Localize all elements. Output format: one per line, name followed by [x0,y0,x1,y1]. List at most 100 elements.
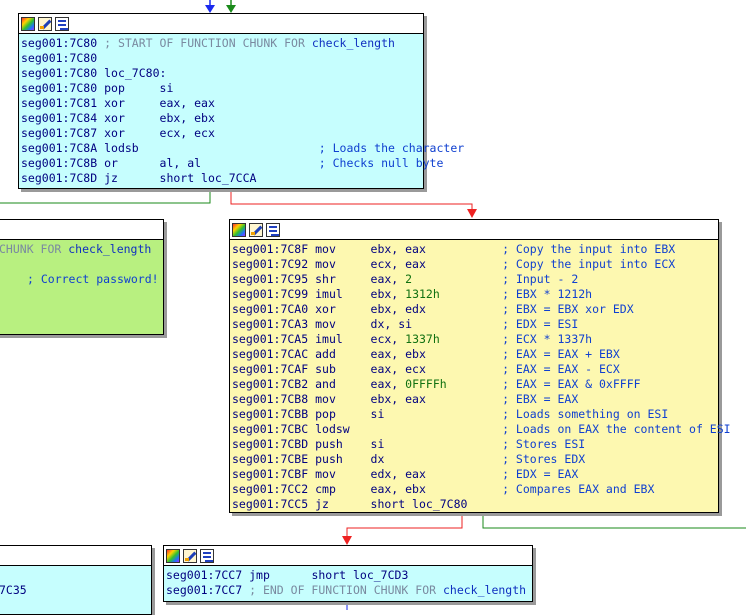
code-block-loc-7c80[interactable]: seg001:7C80 ; START OF FUNCTION CHUNK FO… [18,13,464,189]
comment: ; Stores EDX [502,452,586,466]
code-listing: 7C35 [0,566,151,598]
comment: ; ECX * 1337h [502,332,593,346]
operands: si [370,407,385,421]
code-line: seg001:7C81 xor eax, eax [21,96,423,111]
graph-overview-icon[interactable] [232,222,246,237]
code-line: seg001:7C99 imul ebx, 1312h ; EBX * 1212… [232,287,718,302]
mnemonic: jmp [249,568,270,582]
operands: ebx, ebx [159,111,215,125]
code-label[interactable]: loc_7C80: [104,66,167,80]
operands: dx [370,452,385,466]
xrefs-icon[interactable] [200,548,214,563]
edit-color-icon[interactable] [249,222,263,237]
address: seg001:7C81 [21,96,98,110]
comment: ; Stores ESI [502,437,586,451]
mnemonic: mov [315,317,336,331]
operands: si [159,81,174,95]
code-listing: CHUNK FOR check_length ; Correct passwor… [0,240,163,287]
code-line: seg001:7CAF sub eax, ecx ; EAX = EAX - E… [232,362,718,377]
chunk-comment: ; END OF FUNCTION CHUNK FOR [249,583,443,597]
operands: eax, ebx [370,347,426,361]
address: seg001:7CBB [232,407,309,421]
address: 7C35 [0,583,27,597]
operands: ebx, [370,287,406,301]
operands: eax, [370,272,406,286]
code-line: seg001:7CBE push dx ; Stores EDX [232,452,718,467]
code-block-correct-password[interactable]: CHUNK FOR check_length ; Correct passwor… [0,219,164,335]
edit-color-icon[interactable] [183,548,197,563]
xrefs-icon[interactable] [55,16,69,31]
node-toolbar [230,220,718,240]
address: seg001:7CA3 [232,317,309,331]
node-toolbar [0,220,163,240]
mnemonic: xor [315,302,336,316]
immediate-value: 2 [405,272,413,286]
mnemonic: mov [315,392,336,406]
comment: ; Input - 2 [502,272,579,286]
mnemonic: lodsw [315,422,350,436]
code-line: seg001:7C80 [21,51,423,66]
operands: ebx, edx [370,302,426,316]
function-name-link[interactable]: check_length [311,36,395,50]
operands: ecx, eax [370,257,426,271]
mnemonic: shr [315,272,336,286]
address: seg001:7C99 [232,287,309,301]
code-line: seg001:7CA3 mov dx, si ; EDX = ESI [232,317,718,332]
mnemonic: xor [104,111,125,125]
code-line: seg001:7CC7 ; END OF FUNCTION CHUNK FOR … [166,583,532,598]
address: seg001:7CC7 [166,583,243,597]
immediate-value: 1312h [405,287,440,301]
code-block-check-logic[interactable]: seg001:7C8F mov ebx, eax ; Copy the inpu… [229,219,731,513]
xrefs-icon[interactable] [266,222,280,237]
comment: ; Compares EAX and EBX [502,482,655,496]
function-name-link[interactable]: check_length [68,242,152,256]
comment: ; EBX = EBX xor EDX [502,302,634,316]
mnemonic: mov [315,257,336,271]
address: seg001:7C8A [21,141,98,155]
address: seg001:7CB2 [232,377,309,391]
graph-overview-icon[interactable] [166,548,180,563]
address: seg001:7C95 [232,272,309,286]
address: seg001:7CAC [232,347,309,361]
code-block-partial-left[interactable]: 7C35 [0,545,152,615]
operands: eax, ebx [370,482,426,496]
operands: ecx, ecx [159,126,215,140]
code-line: seg001:7C80 pop si [21,81,423,96]
code-line: seg001:7C80 loc_7C80: [21,66,423,81]
address: seg001:7CC7 [166,568,243,582]
operands: short loc_7C80 [370,497,468,511]
code-line: seg001:7CC7 jmp short loc_7CD3 [166,568,532,583]
mnemonic: or [104,156,118,170]
code-line: seg001:7CAC add eax, ebx ; EAX = EAX + E… [232,347,718,362]
mnemonic: imul [315,287,343,301]
code-line: seg001:7CBB pop si ; Loads something on … [232,407,718,422]
comment: ; Copy the input into EBX [502,242,676,256]
address: seg001:7C92 [232,257,309,271]
address: seg001:7C84 [21,111,98,125]
chunk-comment: ; START OF FUNCTION CHUNK FOR [104,36,312,50]
code-line [0,568,151,583]
edit-color-icon[interactable] [38,16,52,31]
code-line: CHUNK FOR check_length [0,242,163,257]
mnemonic: jz [315,497,329,511]
comment: ; Loads something on ESI [502,407,669,421]
function-name-link[interactable]: check_length [442,583,527,597]
code-line: ; Correct password! [0,272,163,287]
graph-overview-icon[interactable] [21,16,35,31]
operands: eax, eax [159,96,215,110]
operands: eax, [370,377,406,391]
code-line: seg001:7CBC lodsw ; Loads on EAX the con… [232,422,731,437]
address: seg001:7CC5 [232,497,309,511]
operands: si [370,437,385,451]
address: seg001:7C8F [232,242,309,256]
code-line: seg001:7C92 mov ecx, eax ; Copy the inpu… [232,257,718,272]
code-listing: seg001:7C8F mov ebx, eax ; Copy the inpu… [230,240,731,512]
comment: ; Loads the character [318,141,465,155]
mnemonic: xor [104,96,125,110]
comment: ; EAX = EAX + EBX [502,347,620,361]
comment: ; EDX = EAX [502,467,579,481]
node-toolbar [0,546,151,566]
comment: ; EBX * 1212h [502,287,593,301]
